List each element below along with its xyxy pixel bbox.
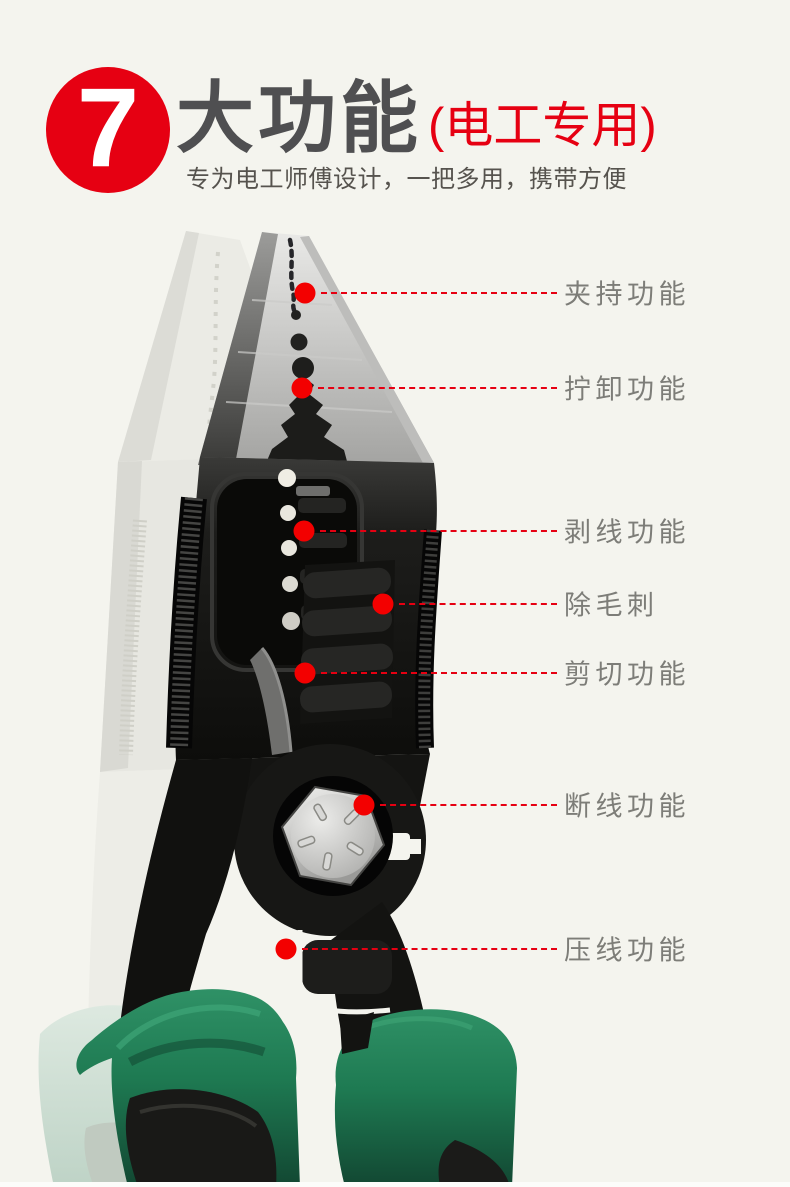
count-badge: 7 xyxy=(46,67,170,193)
right-handle xyxy=(334,1009,517,1187)
pliers-body xyxy=(166,457,442,760)
callout-label: 压线功能 xyxy=(564,935,690,966)
callout-label: 剪切功能 xyxy=(564,659,690,690)
callout-line xyxy=(321,292,557,294)
callout-dot xyxy=(372,593,394,615)
left-handle-insert xyxy=(125,1089,277,1187)
stripper-hole xyxy=(281,540,297,556)
callout-line xyxy=(380,804,557,806)
left-serration xyxy=(170,497,203,749)
callout-line xyxy=(321,672,557,674)
stripper-hole xyxy=(282,612,300,630)
callout-line xyxy=(399,603,557,605)
callout-label: 断线功能 xyxy=(564,791,690,822)
left-handle xyxy=(76,989,300,1187)
callout-line xyxy=(320,530,557,532)
callout-dot xyxy=(291,377,313,399)
grip-hole-large xyxy=(292,357,314,379)
bottom-strip xyxy=(0,1182,790,1187)
stripper-hole xyxy=(282,576,298,592)
callout-dot xyxy=(294,282,316,304)
right-handle-insert xyxy=(438,1140,510,1187)
count-number: 7 xyxy=(76,65,140,190)
callout-dot xyxy=(275,938,297,960)
page-subtitle: 专为电工师傅设计，一把多用，携带方便 xyxy=(186,166,627,193)
page-title-parenthetical: (电工专用) xyxy=(428,99,657,153)
callout-dot xyxy=(353,794,375,816)
stripper-hole xyxy=(280,505,296,521)
callout-line xyxy=(302,948,557,950)
callout-line xyxy=(318,387,557,389)
callout-label: 除毛刺 xyxy=(564,590,659,621)
callout-label: 拧卸功能 xyxy=(564,374,690,405)
right-serration xyxy=(418,529,439,749)
nose-stripper-notches xyxy=(266,376,348,465)
callout-dot xyxy=(294,662,316,684)
cutting-blade xyxy=(250,648,291,755)
stripper-hole xyxy=(278,469,296,487)
page-title: 大功能 xyxy=(176,74,423,162)
callout-label: 剥线功能 xyxy=(564,517,690,548)
callout-dot xyxy=(293,520,315,542)
crimp-ridges xyxy=(300,560,395,724)
callout-label: 夹持功能 xyxy=(564,279,690,310)
grip-hole-small xyxy=(291,310,301,320)
grip-hole-medium xyxy=(290,333,308,351)
